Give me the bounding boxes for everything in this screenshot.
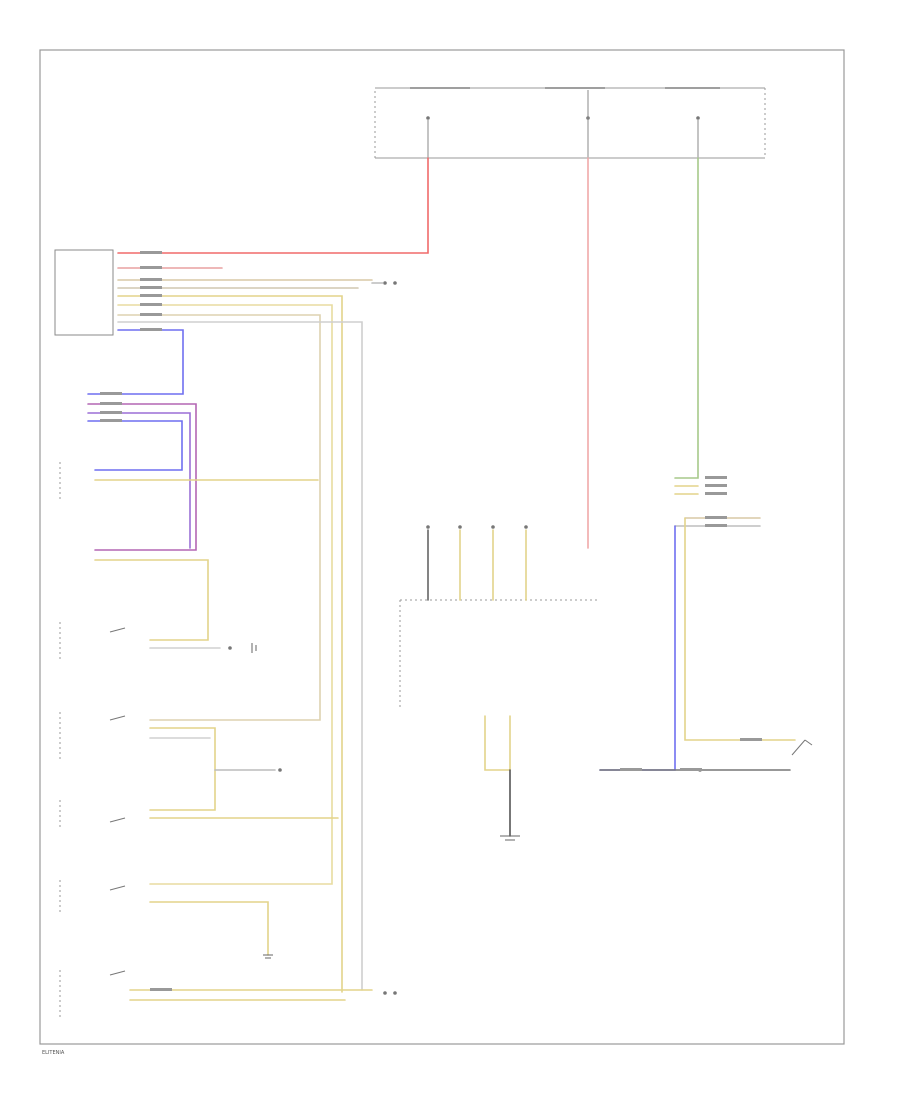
right-rear-door-switch bbox=[59, 800, 339, 830]
right-front-door-switch bbox=[59, 712, 282, 811]
wire-yellow-main bbox=[117, 295, 343, 993]
wire-green-yellow bbox=[674, 157, 699, 479]
left-rear-door-switch bbox=[59, 880, 273, 959]
diagram-frame bbox=[39, 49, 845, 1045]
wire-blue-1 bbox=[87, 329, 184, 395]
wire-blue-long bbox=[599, 525, 676, 771]
wire-blue-2 bbox=[87, 420, 183, 471]
ground-top bbox=[371, 281, 397, 285]
tailgate-switch bbox=[59, 970, 397, 1020]
body-control-module bbox=[54, 249, 114, 336]
rear-window-switch bbox=[698, 739, 813, 772]
wire-gray bbox=[117, 321, 363, 991]
wire-tan-3 bbox=[117, 314, 321, 721]
left-door-switch bbox=[59, 622, 257, 660]
footer-code: ELITENIA bbox=[42, 1050, 65, 1056]
fuse-box bbox=[374, 87, 766, 159]
wire-yellow-long bbox=[684, 517, 796, 741]
instrument-cluster bbox=[399, 525, 600, 710]
wire-violet-1 bbox=[87, 403, 197, 551]
wire-yellow-2 bbox=[117, 304, 333, 885]
wire-red-1 bbox=[117, 157, 429, 254]
wire-codes bbox=[100, 251, 762, 991]
passenger-seat-module bbox=[59, 462, 319, 641]
seat-belt-switch bbox=[484, 715, 520, 841]
